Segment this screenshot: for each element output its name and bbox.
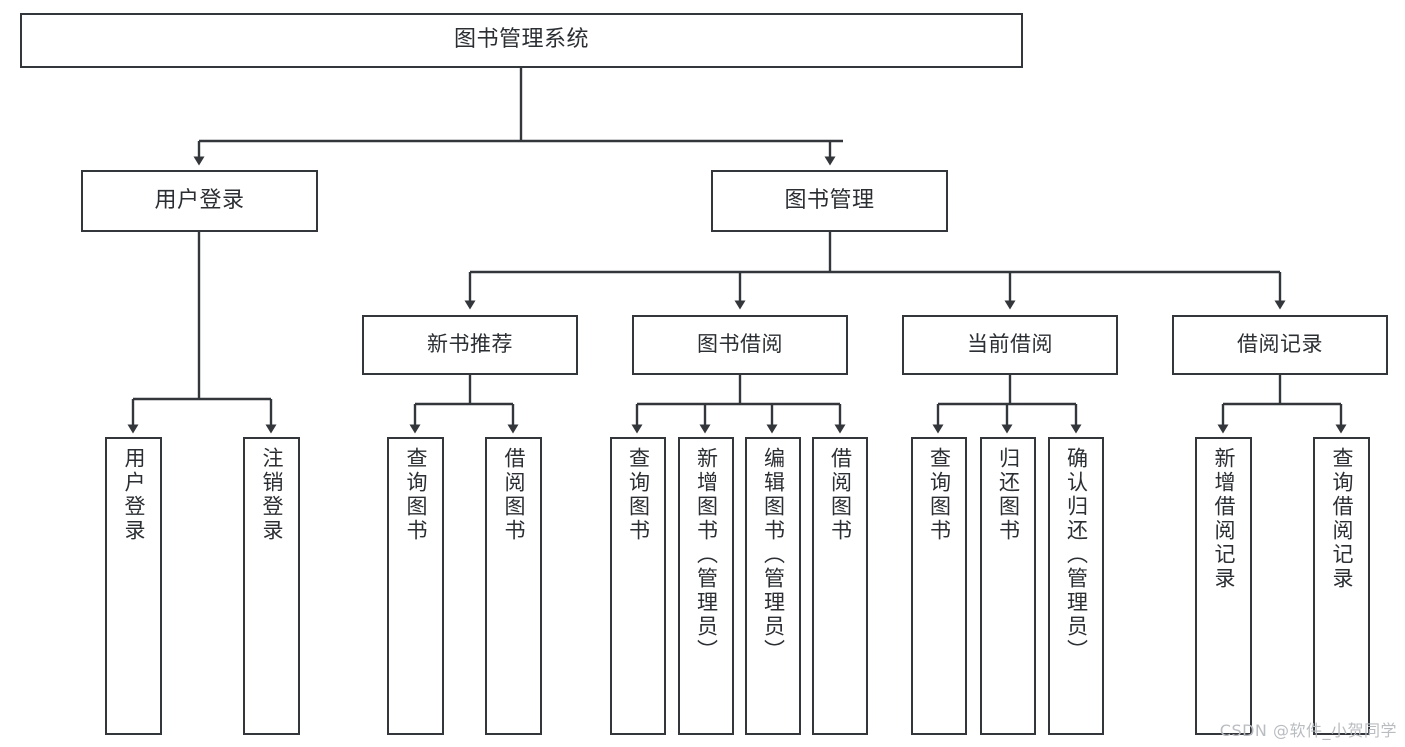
node-borrow-record[interactable]: 借阅记录 [1172,315,1388,375]
node-new-book-recommend-label: 新书推荐 [427,332,513,357]
node-leaf-edit-book-label: 编辑图书（管理员） [761,447,786,663]
node-leaf-add-book-label: 新增图书（管理员） [694,447,719,663]
node-leaf-borrow-book-2[interactable]: 借阅图书 [812,437,868,735]
node-leaf-confirm-return[interactable]: 确认归还（管理员） [1048,437,1104,735]
edges-currentborrow-to-leaves [932,375,1082,434]
node-book-borrow[interactable]: 图书借阅 [632,315,848,375]
node-current-borrow-label: 当前借阅 [967,332,1053,357]
node-book-borrow-label: 图书借阅 [697,332,783,357]
edges-borrowrecord-to-leaves [1217,375,1347,434]
node-leaf-borrow-book-1-label: 借阅图书 [502,447,526,543]
node-leaf-query-book-3-label: 查询图书 [927,447,952,543]
node-leaf-user-login[interactable]: 用户登录 [105,437,162,735]
node-current-borrow[interactable]: 当前借阅 [902,315,1118,375]
node-leaf-add-record-label: 新增借阅记录 [1212,447,1236,591]
node-leaf-query-record[interactable]: 查询借阅记录 [1313,437,1370,735]
node-leaf-logout-label: 注销登录 [260,447,284,543]
node-leaf-confirm-return-label: 确认归还（管理员） [1064,447,1089,663]
node-root[interactable]: 图书管理系统 [20,13,1023,68]
node-leaf-borrow-book-1[interactable]: 借阅图书 [485,437,542,735]
node-book-manage-label: 图书管理 [784,187,875,213]
node-leaf-add-record[interactable]: 新增借阅记录 [1195,437,1252,735]
node-leaf-edit-book[interactable]: 编辑图书（管理员） [745,437,801,735]
node-user-login-label: 用户登录 [154,187,245,213]
node-leaf-query-book-2-label: 查询图书 [626,447,651,543]
node-leaf-query-record-label: 查询借阅记录 [1330,447,1354,591]
node-leaf-return-book-label: 归还图书 [996,447,1021,543]
node-borrow-record-label: 借阅记录 [1237,332,1323,357]
node-leaf-query-book-1-label: 查询图书 [404,447,428,543]
node-leaf-query-book-3[interactable]: 查询图书 [911,437,967,735]
node-book-manage[interactable]: 图书管理 [711,170,948,232]
edges-newbook-to-leaves [409,375,519,434]
node-leaf-user-login-label: 用户登录 [122,447,146,543]
node-leaf-return-book[interactable]: 归还图书 [980,437,1036,735]
edges-bookborrow-to-leaves [631,375,846,434]
edges-root-to-level2 [193,68,843,166]
node-leaf-query-book-1[interactable]: 查询图书 [387,437,444,735]
edges-bookmanage-to-level3 [464,232,1286,310]
watermark: CSDN @软件_小贺同学 [1219,721,1397,740]
edges-userlogin-to-leaves [127,232,277,434]
node-root-label: 图书管理系统 [453,27,589,53]
node-leaf-borrow-book-2-label: 借阅图书 [828,447,853,543]
node-user-login[interactable]: 用户登录 [81,170,318,232]
node-leaf-logout[interactable]: 注销登录 [243,437,300,735]
node-leaf-query-book-2[interactable]: 查询图书 [610,437,666,735]
node-new-book-recommend[interactable]: 新书推荐 [362,315,578,375]
node-leaf-add-book[interactable]: 新增图书（管理员） [678,437,734,735]
